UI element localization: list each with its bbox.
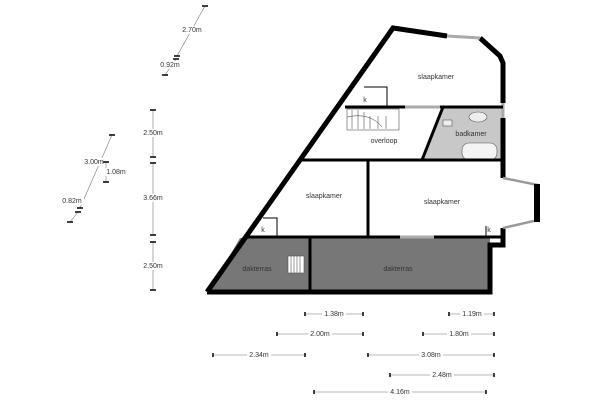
dimension-label: 2.34m (249, 352, 269, 359)
room-label-terrace-right: dakterras (383, 266, 413, 273)
dimension-label-bg (60, 197, 84, 205)
dimension-label: 2.70m (182, 27, 202, 34)
room-label-landing: overloop (371, 138, 398, 145)
room-label-bathroom: badkamer (455, 131, 487, 138)
dimension-label-bg (447, 330, 471, 338)
dimension-label-bg (460, 310, 484, 318)
dimension-label: 1.38m (324, 311, 344, 318)
dimension-label: 4.16m (390, 389, 410, 396)
dimension-label: 1.08m (106, 169, 126, 176)
dimension-line (79, 134, 113, 209)
dimension-label-bg (82, 158, 106, 166)
bathtub-icon (461, 142, 498, 161)
dimension-line (69, 211, 79, 223)
room-label-bedroom-top: slaapkamer (418, 74, 455, 81)
dimension-label-bg (180, 26, 204, 34)
dimension-label: 0.82m (62, 198, 82, 205)
dimension-label-bg (141, 262, 165, 270)
sink-icon (468, 111, 488, 123)
room-label-bedroom-right: slaapkamer (424, 199, 461, 206)
room-label-bedroom-left: slaapkamer (306, 193, 343, 200)
dimension-label-bg (419, 351, 443, 359)
dimension-label: 0.92m (160, 62, 180, 69)
closet-label: k (363, 97, 367, 104)
bay-window-frame (534, 184, 540, 222)
dimension-label: 3.00m (84, 159, 104, 166)
toilet-icon (442, 119, 453, 127)
dimension-label: 2.50m (143, 130, 163, 137)
dimension-label: 2.48m (432, 372, 452, 379)
dimension-label-bg (308, 330, 332, 338)
dimension-label: 3.66m (143, 195, 163, 202)
interior-walls (248, 86, 503, 292)
dimension-label-bg (141, 194, 165, 202)
staircase (346, 108, 400, 131)
dimension-label: 1.19m (462, 311, 482, 318)
room-label-terrace-left: dakterras (242, 266, 272, 273)
dimension-label-bg (388, 388, 412, 396)
dimension-label-bg (141, 129, 165, 137)
terrace-right-area (310, 238, 490, 292)
dimension-label: 3.08m (421, 352, 441, 359)
dimension-label: 2.50m (143, 263, 163, 270)
dimension-label: 2.00m (310, 331, 330, 338)
dimension-label-bg (104, 168, 128, 176)
terrace-stairs (287, 255, 305, 274)
closet-label: k (487, 227, 491, 234)
closet-label: k (261, 227, 265, 234)
dimension-label-bg (430, 371, 454, 379)
outer-wall (204, 25, 506, 295)
dimension-label-bg (158, 61, 182, 69)
dimension-label-bg (322, 310, 346, 318)
bay-window-right (502, 176, 540, 230)
dimension-label: 1.80m (449, 331, 469, 338)
dimension-label-bg (247, 351, 271, 359)
